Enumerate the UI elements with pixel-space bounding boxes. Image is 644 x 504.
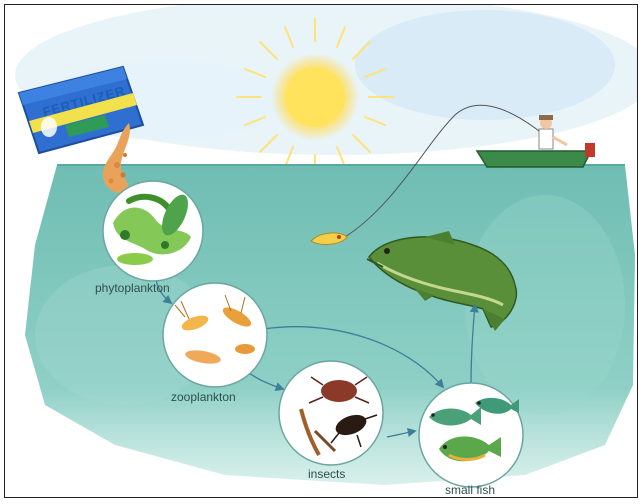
phytoplankton-circle xyxy=(103,181,203,281)
label-zooplankton: zooplankton xyxy=(171,390,236,404)
label-insects: insects xyxy=(308,467,345,481)
zooplankton-circle xyxy=(163,283,267,387)
label-phytoplankton: phytoplankton xyxy=(95,281,170,295)
small-fish-circle xyxy=(419,383,523,487)
scene-illustration xyxy=(5,5,638,498)
diagram-frame: FERTILIZER phytoplankton zooplankton ins… xyxy=(4,4,638,498)
insects-circle xyxy=(279,361,383,465)
label-small-fish: small fish xyxy=(445,483,495,497)
